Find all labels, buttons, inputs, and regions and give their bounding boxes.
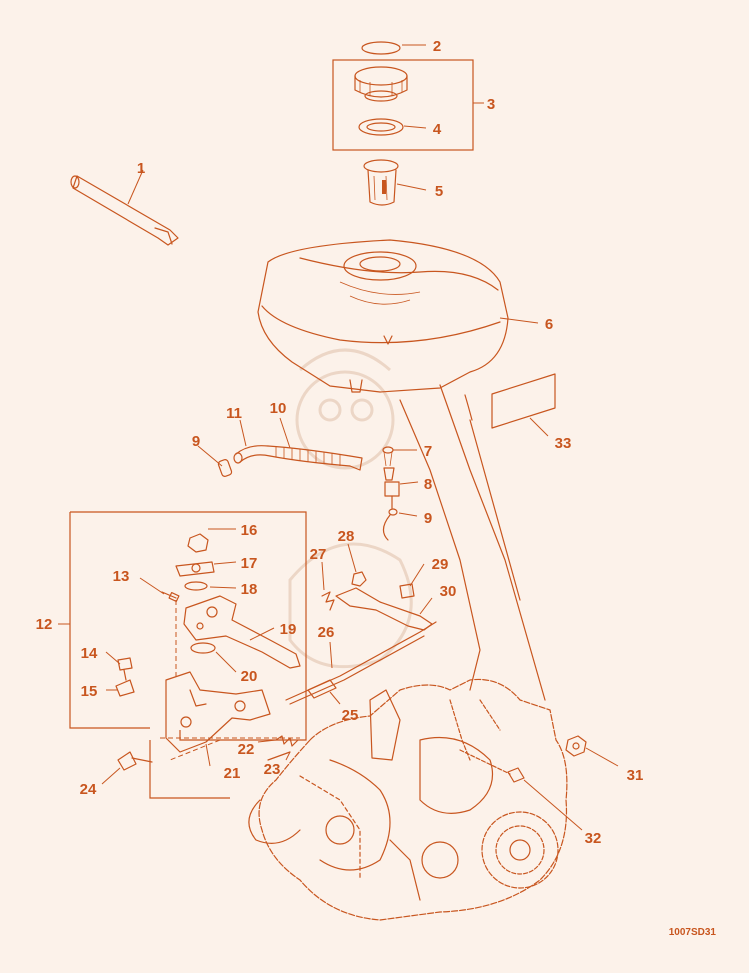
part-17-bracket	[175, 561, 215, 577]
label-8: 8	[424, 476, 432, 493]
part-6-fuel-tank	[257, 239, 509, 393]
part-28-nut	[351, 571, 367, 587]
part-25-cable-end	[307, 679, 337, 699]
label-6: 6	[545, 316, 553, 333]
label-15: 15	[81, 683, 98, 700]
label-30: 30	[440, 583, 457, 600]
label-3: 3	[487, 96, 495, 113]
part-3-fuel-cap	[354, 66, 408, 102]
diagram-code: 1007SD31	[669, 927, 717, 938]
part-18-washer	[184, 581, 208, 591]
part-31-nut	[565, 735, 587, 757]
part-9-clip-lower	[382, 508, 398, 541]
label-20: 20	[241, 668, 258, 685]
part-33-label	[491, 373, 556, 429]
label-5: 5	[435, 183, 443, 200]
part-2-o-ring	[361, 41, 401, 55]
label-19: 19	[280, 621, 297, 638]
part-9-clip	[217, 459, 233, 477]
label-14: 14	[81, 645, 98, 662]
label-4: 4	[433, 121, 442, 138]
label-25: 25	[342, 707, 359, 724]
label-12: 12	[36, 616, 53, 633]
label-9: 9	[192, 433, 200, 450]
engine-outline	[248, 678, 568, 921]
label-27: 27	[310, 546, 327, 563]
label-33: 33	[555, 435, 572, 452]
part-24-fitting	[117, 751, 153, 771]
label-28: 28	[338, 528, 355, 545]
watermark	[288, 348, 413, 669]
part-22-spring	[275, 735, 299, 747]
label-11: 11	[226, 405, 242, 422]
part-labels: 1 2 3 4 5 6 7 8 9 9 10 11 12 13 14 15 16…	[36, 38, 717, 938]
label-29: 29	[432, 556, 449, 573]
label-10: 10	[270, 400, 287, 417]
label-1: 1	[137, 160, 145, 177]
part-29-bolt	[399, 583, 415, 599]
part-3-group-box	[332, 59, 474, 151]
label-24: 24	[80, 781, 97, 798]
label-2: 2	[433, 38, 441, 55]
label-13: 13	[113, 568, 130, 585]
part-20-washer	[190, 642, 216, 654]
label-18: 18	[241, 581, 258, 598]
label-32: 32	[585, 830, 602, 847]
label-9-lower: 9	[424, 510, 432, 527]
part-5-strainer	[363, 159, 399, 206]
label-23: 23	[264, 761, 281, 778]
part-16-nut	[187, 533, 209, 553]
part-15-clip	[115, 679, 135, 697]
part-12-group-box	[69, 511, 307, 741]
frame-tube	[399, 384, 546, 701]
label-22: 22	[238, 741, 255, 758]
part-14-bolt	[117, 657, 133, 681]
leader-lines	[101, 44, 619, 831]
part-32-bolt	[459, 749, 525, 783]
part-4-gasket	[358, 118, 404, 136]
label-31: 31	[627, 767, 644, 784]
part-7-washer	[382, 446, 394, 467]
label-16: 16	[241, 522, 258, 539]
label-21: 21	[224, 765, 241, 782]
part-11-hose-end	[233, 445, 271, 464]
label-17: 17	[241, 555, 258, 572]
part-26-cable	[285, 621, 437, 705]
part-13-bolt	[161, 591, 180, 603]
part-19-lever	[183, 595, 301, 669]
part-23-link	[267, 751, 291, 761]
part-10-fuel-hose	[267, 445, 363, 471]
part-30-arm	[335, 587, 433, 631]
part-27-spring	[321, 591, 335, 611]
part-8-fuel-cock	[383, 467, 400, 509]
part-1-fuel-tube	[70, 175, 179, 246]
label-7: 7	[424, 443, 432, 460]
label-26: 26	[318, 624, 335, 641]
part-21-base-plate	[165, 671, 271, 753]
